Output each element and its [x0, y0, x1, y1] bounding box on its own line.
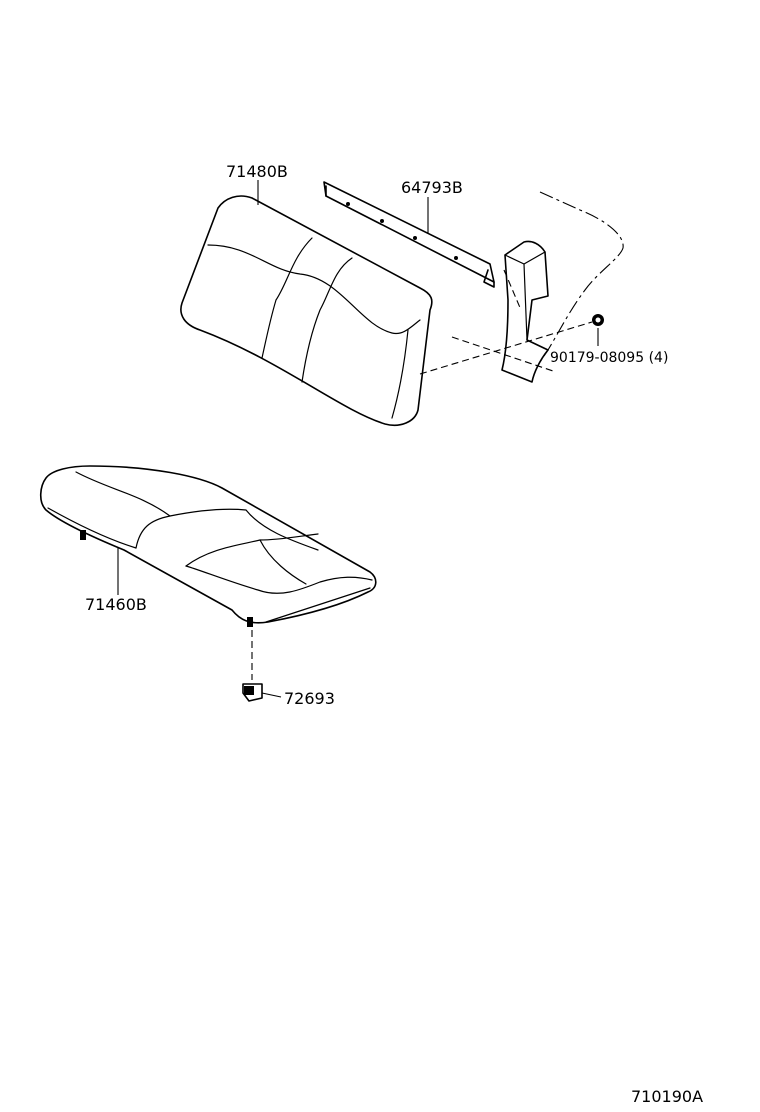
seatback-assembly [180, 195, 433, 426]
cushion-assembly [39, 465, 377, 627]
bolt-icon [592, 314, 604, 326]
label-bracket: 64793B [401, 178, 463, 197]
figure-code: 710190A [631, 1087, 703, 1106]
assembly-line-bracket [503, 269, 522, 311]
label-clip: 72693 [284, 689, 335, 708]
assembly-line-upper [451, 336, 557, 373]
bracket-rail [323, 181, 495, 288]
label-cushion: 71460B [85, 595, 147, 614]
clip-icon [242, 683, 263, 702]
label-bolt: 90179-08095 (4) [550, 350, 668, 366]
body-panel [501, 191, 624, 383]
assembly-line-lower [419, 321, 593, 375]
label-seatback: 71480B [226, 162, 288, 181]
leader-clip [261, 692, 282, 698]
